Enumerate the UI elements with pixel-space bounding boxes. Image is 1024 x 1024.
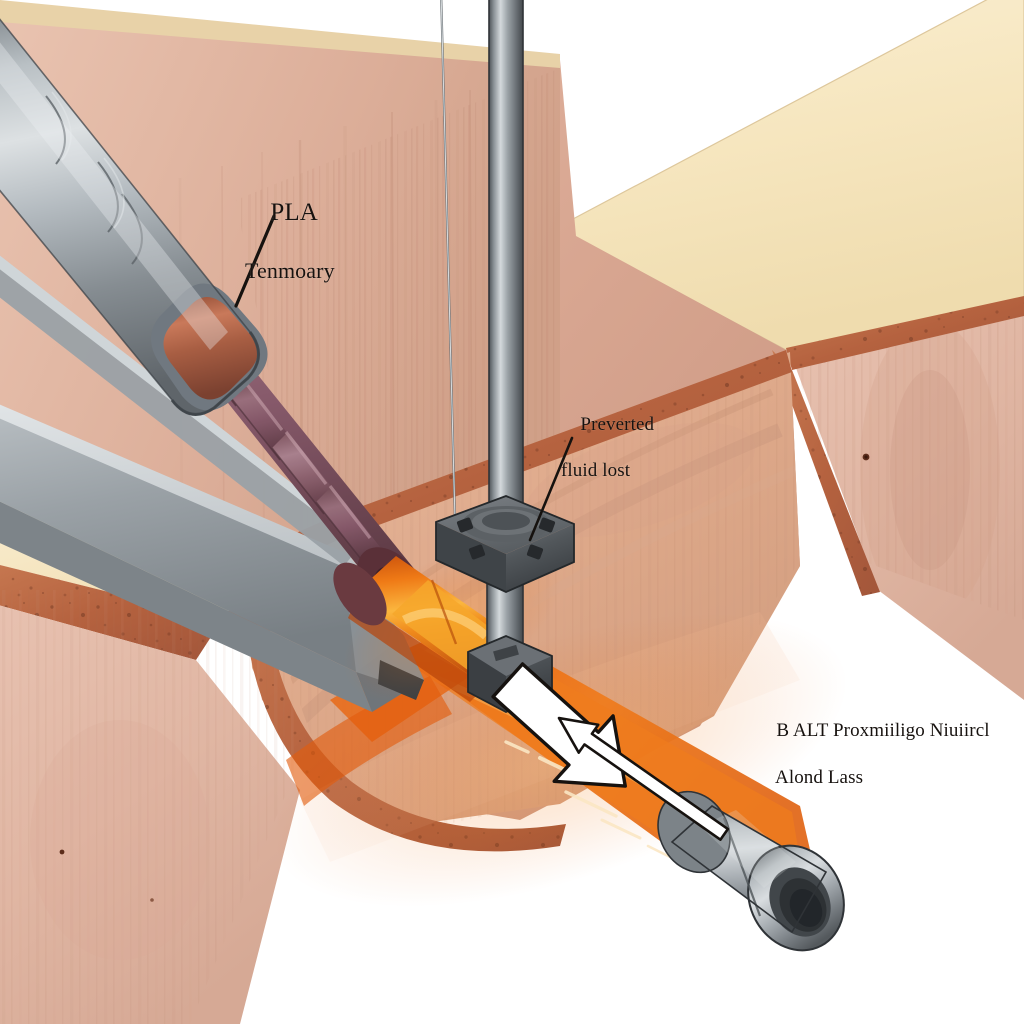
leader-lines — [234, 214, 574, 542]
label-flow-line1: B ALT Proxmiiligo Niuiircl — [776, 720, 990, 742]
flow-arrow-thin — [557, 716, 730, 841]
label-seal-line1: Preverted — [580, 414, 655, 436]
cutaway-sleeve — [0, 18, 268, 416]
block-left-front-face — [0, 590, 300, 1024]
leader-line-seal — [528, 436, 574, 542]
flange-plate — [435, 495, 575, 593]
block-right-edge-band — [772, 296, 1024, 596]
nozzle-end — [657, 790, 845, 952]
block-left-top-edge — [0, 0, 560, 68]
flange-bolts — [456, 517, 556, 560]
label-seal: Preverted fluid lost — [561, 392, 654, 527]
leader-line-tool — [234, 214, 276, 308]
label-tool-line1: PLA — [270, 198, 318, 226]
label-tool: PLA Tenmoary — [245, 168, 335, 342]
label-seal-line2: fluid lost — [561, 460, 631, 482]
label-flow-line2: Alond Lass — [775, 767, 864, 789]
label-flow: B ALT Proxmiiligo Niuiircl Alond Lass — [757, 698, 990, 834]
thin-wire — [440, 0, 457, 521]
flow-arrow-large — [491, 662, 627, 788]
label-tool-line2: Tenmoary — [245, 257, 335, 283]
